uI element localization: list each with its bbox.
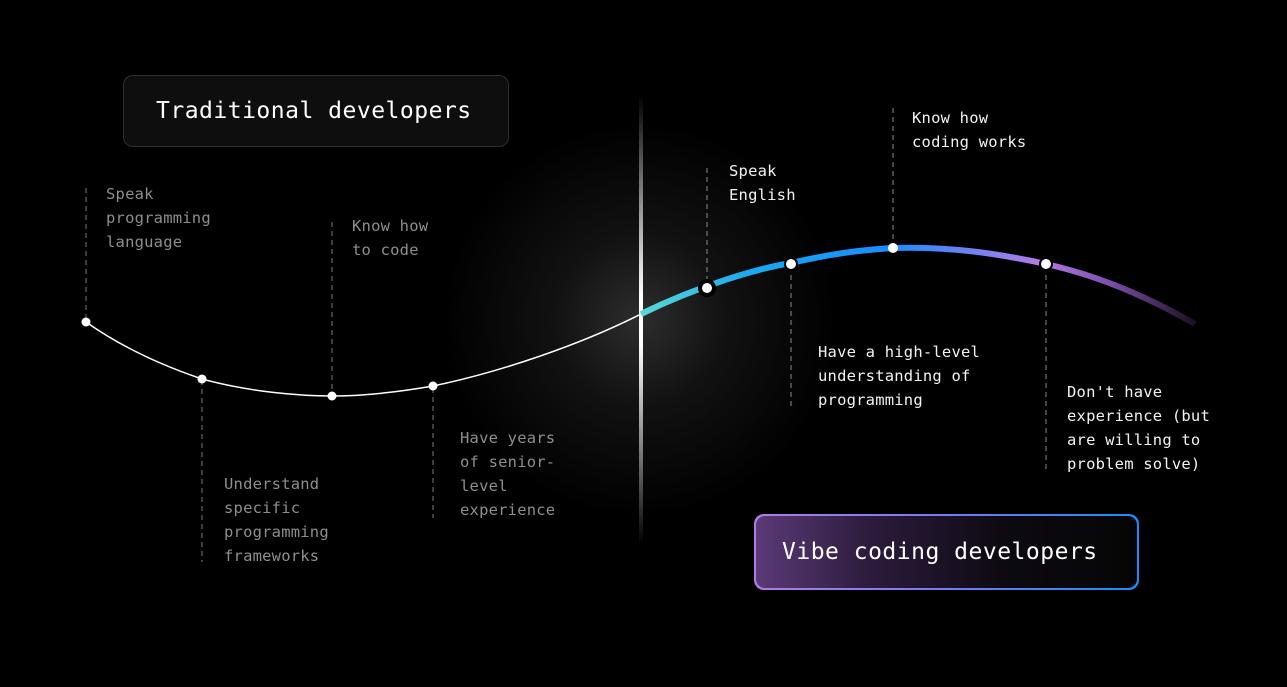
traditional-connectors <box>85 188 434 562</box>
traditional-point-4-label: Have years of senior- level experience <box>460 429 556 519</box>
vibe-point-2-label: Have a high-level understanding of progr… <box>818 343 981 409</box>
vibe-curve <box>639 244 1197 327</box>
traditional-developers-title: Traditional developers <box>156 98 472 124</box>
traditional-developers-title-box: Traditional developers <box>123 75 509 147</box>
vibe-point-1-label: Speak English <box>729 162 796 204</box>
traditional-curve <box>85 313 642 397</box>
traditional-point-3-label: Know how to code <box>352 217 429 259</box>
vibe-connectors <box>706 108 1047 470</box>
vibe-points <box>698 243 1053 297</box>
traditional-points <box>81 317 438 401</box>
traditional-point-1-label: Speak programming language <box>106 185 211 251</box>
vibe-coding-developers-title-box: Vibe coding developers <box>754 514 1139 590</box>
divider-line <box>639 95 643 545</box>
vibe-point-3-label: Know how coding works <box>912 109 1027 151</box>
vibe-point-4-label: Don't have experience (but are willing t… <box>1067 383 1210 473</box>
vibe-coding-developers-title: Vibe coding developers <box>782 539 1098 565</box>
traditional-point-2-label: Understand specific programming framewor… <box>224 475 329 565</box>
